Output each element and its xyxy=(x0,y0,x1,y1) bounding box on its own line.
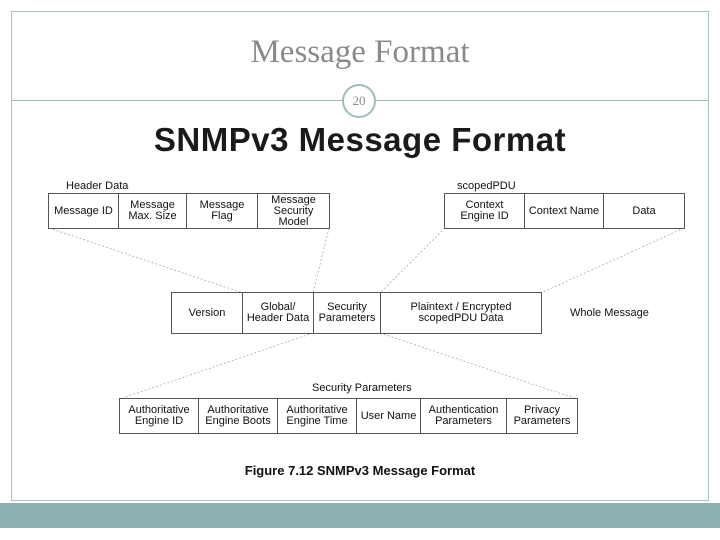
scoped-pdu-label: scopedPDU xyxy=(457,180,516,192)
security-parameters-row: Authoritative Engine ID Authoritative En… xyxy=(119,398,578,434)
scoped-cell-context-name: Context Name xyxy=(525,194,604,228)
header-data-label: Header Data xyxy=(66,180,129,192)
diagram-heading: SNMPv3 Message Format xyxy=(153,121,567,158)
header-data-row: Message ID Message Max. Size Message Fla… xyxy=(48,193,330,229)
sec-cell-user-name: User Name xyxy=(357,399,421,433)
header-cell-message-id: Message ID xyxy=(49,194,119,228)
title-divider-right xyxy=(376,100,709,101)
slide-title: Message Format xyxy=(250,34,470,70)
whole-cell-global-header: Global/ Header Data xyxy=(243,293,314,333)
header-cell-flag: Message Flag xyxy=(187,194,258,228)
sec-cell-engine-time: Authoritative Engine Time xyxy=(278,399,357,433)
sec-cell-auth-params: Authentication Parameters xyxy=(421,399,507,433)
whole-message-row: Version Global/ Header Data Security Par… xyxy=(171,292,542,334)
sec-cell-engine-boots: Authoritative Engine Boots xyxy=(199,399,278,433)
security-parameters-label: Security Parameters xyxy=(312,382,412,394)
header-cell-security-model: Message Security Model xyxy=(271,194,316,228)
whole-cell-scoped-pdu-data: Plaintext / Encrypted scopedPDU Data xyxy=(410,301,512,324)
whole-message-label: Whole Message xyxy=(570,307,649,319)
scoped-cell-data: Data xyxy=(632,204,656,217)
page-number-badge: 20 xyxy=(342,84,376,118)
whole-cell-security-params: Security Parameters xyxy=(314,293,381,333)
header-cell-max-size: Message Max. Size xyxy=(119,194,187,228)
whole-cell-version: Version xyxy=(172,293,243,333)
sec-cell-engine-id: Authoritative Engine ID xyxy=(120,399,199,433)
figure-caption: Figure 7.12 SNMPv3 Message Format xyxy=(244,463,476,478)
footer-bar xyxy=(0,503,720,528)
sec-cell-privacy-params: Privacy Parameters xyxy=(513,404,571,427)
scoped-cell-engine-id: Context Engine ID xyxy=(445,194,525,228)
scoped-pdu-row: Context Engine ID Context Name Data xyxy=(444,193,685,229)
title-divider-left xyxy=(11,100,342,101)
